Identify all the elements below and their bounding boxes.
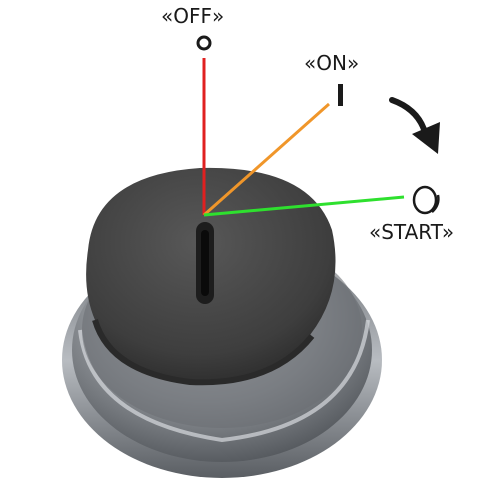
start-label: «START» xyxy=(369,220,455,244)
curved-arrow-icon xyxy=(389,97,440,154)
off-label: «OFF» xyxy=(161,4,225,28)
circle-off-icon xyxy=(196,35,212,51)
key-slot xyxy=(196,222,214,304)
on-label: «ON» xyxy=(304,51,360,75)
start-position-line xyxy=(203,195,405,217)
engine-start-icon xyxy=(412,185,440,215)
on-position-line xyxy=(203,102,330,217)
bar-on-icon xyxy=(338,84,343,106)
